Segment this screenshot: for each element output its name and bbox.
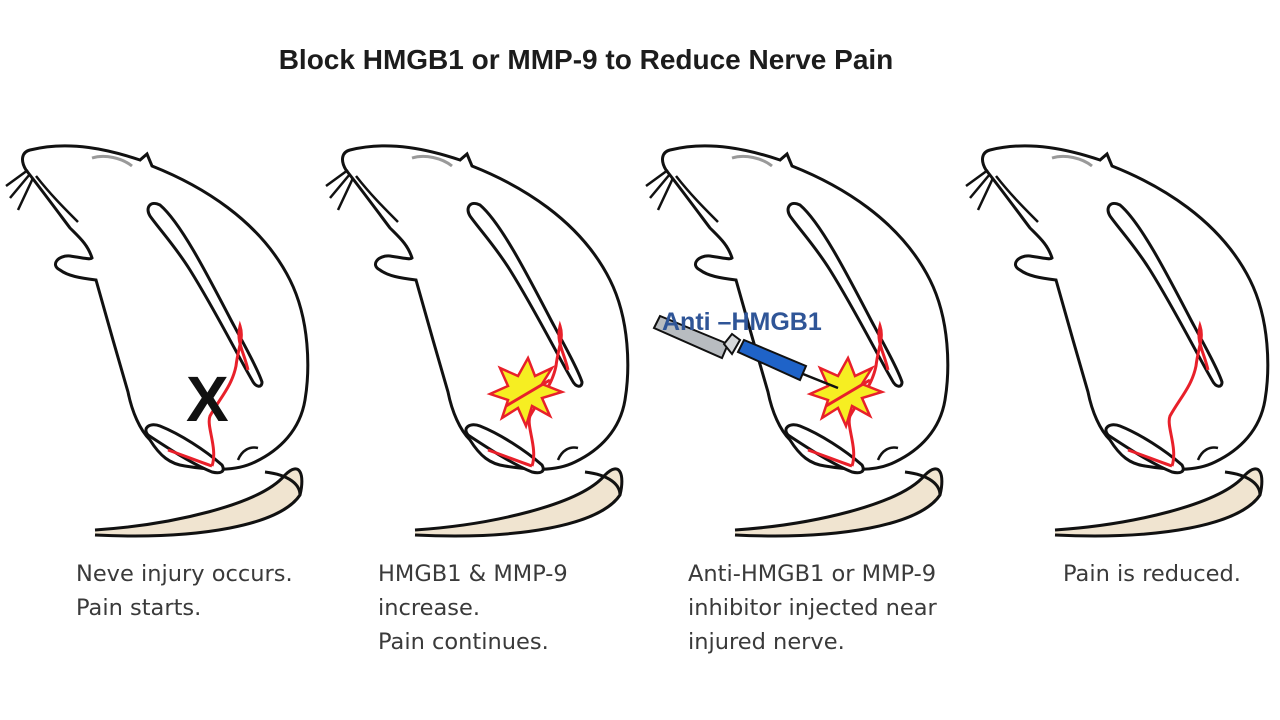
nerve-line: [807, 320, 890, 468]
caption-line: Pain starts.: [76, 595, 202, 621]
caption-line: HMGB1 & MMP-9: [378, 561, 568, 587]
diagram-title: Block HMGB1 or MMP-9 to Reduce Nerve Pai…: [278, 44, 894, 75]
caption-panel-3: Anti-HMGB1 or MMP-9 inhibitor injected n…: [688, 557, 937, 659]
caption-line: inhibitor injected near: [688, 595, 937, 621]
rat-illustration: [964, 144, 1270, 538]
panel-pain-reduced: [960, 130, 1280, 540]
nerve-line: [487, 320, 570, 468]
inflammation-burst-icon: [806, 355, 886, 430]
syringe-icon: [652, 314, 839, 390]
caption-line: Pain is reduced.: [1063, 561, 1241, 587]
injury-x-mark: X: [186, 363, 229, 435]
rat-illustration: [324, 144, 630, 538]
caption-line: increase.: [378, 595, 480, 621]
rat-illustration: Anti –HMGB1: [644, 144, 950, 538]
caption-line: Neve injury occurs.: [76, 561, 293, 587]
inflammation-burst-icon: [486, 355, 566, 430]
panel-nerve-injury: X: [0, 130, 320, 540]
nerve-line: [167, 320, 250, 468]
rat-illustration: X: [4, 144, 310, 538]
caption-line: Anti-HMGB1 or MMP-9: [688, 561, 937, 587]
caption-line: Pain continues.: [378, 629, 549, 655]
caption-panel-2: HMGB1 & MMP-9 increase. Pain continues.: [378, 557, 568, 659]
nerve-line: [1127, 320, 1210, 468]
caption-panel-1: Neve injury occurs. Pain starts.: [76, 557, 293, 625]
caption-panel-4: Pain is reduced.: [1063, 557, 1241, 591]
syringe-label: Anti –HMGB1: [662, 308, 822, 336]
panel-inhibitor-injection: Anti –HMGB1: [640, 130, 960, 540]
panel-hmgb1-increase: [320, 130, 640, 540]
caption-line: injured nerve.: [688, 629, 845, 655]
